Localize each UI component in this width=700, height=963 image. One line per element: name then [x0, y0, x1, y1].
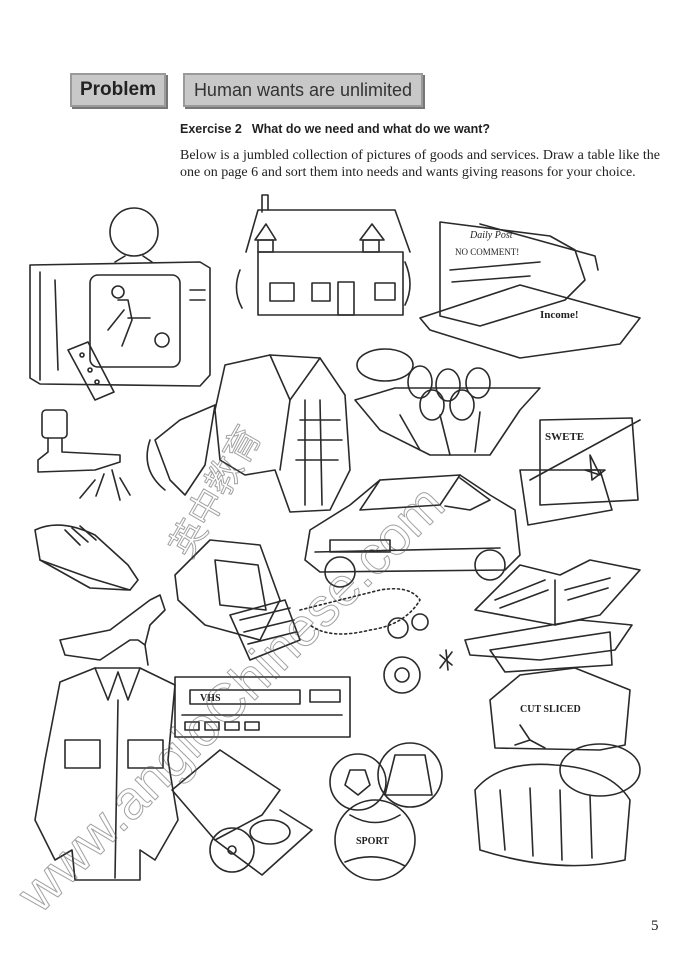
sneaker-icon [34, 524, 139, 591]
bread-bag-label: CUT SLICED [520, 704, 581, 715]
television-icon [29, 207, 211, 387]
exercise-question: What do we need and what do we want? [251, 122, 491, 136]
house-icon [235, 194, 411, 316]
matchbox-brand: SWETE [545, 431, 584, 443]
vcr-icon: VHS [174, 676, 351, 738]
eggs-icon [354, 348, 541, 456]
high-heel-shoe-icon [59, 594, 166, 666]
balls-icon: SPORT [329, 742, 443, 881]
jacket-icon [146, 354, 351, 513]
problem-tag-label: Problem [79, 79, 157, 100]
newspaper-masthead: Daily Post [469, 230, 513, 241]
newspaper-headline-2: Income! [540, 309, 579, 321]
remote-control-icon [67, 341, 115, 401]
matchbox-icon: SWETE [519, 417, 641, 526]
watermark: www.angloChinese.com 英中教育 [5, 418, 457, 925]
section-title: Human wants are unlimited [183, 73, 423, 107]
newspaper-icon: Daily Post NO COMMENT! Income! [419, 221, 641, 359]
watermark-url: www.angloChinese.com [5, 474, 456, 925]
necklace-icon [299, 587, 429, 639]
section-title-label: Human wants are unlimited [193, 79, 413, 100]
bread-icon: CUT SLICED [474, 667, 641, 867]
watermark-cn: 英中教育 [161, 419, 269, 564]
newspaper-headline: NO COMMENT! [455, 247, 519, 257]
exercise-heading: Exercise 2 What do we need and what do we… [180, 122, 490, 136]
problem-tag: Problem [70, 73, 166, 107]
ball-label: SPORT [356, 836, 389, 847]
page-number: 5 [651, 918, 659, 934]
tap-icon [37, 409, 131, 501]
books-icon [464, 559, 641, 673]
brooch-icon [383, 649, 453, 694]
car-icon [304, 474, 521, 588]
exercise-instructions: Below is a jumbled collection of picture… [180, 148, 660, 180]
computer-icon [174, 539, 301, 661]
vcr-brand: VHS [200, 693, 221, 704]
exercise-label: Exercise 2 [180, 122, 242, 136]
shirt-icon [34, 667, 179, 881]
cd-case-icon [171, 749, 313, 876]
